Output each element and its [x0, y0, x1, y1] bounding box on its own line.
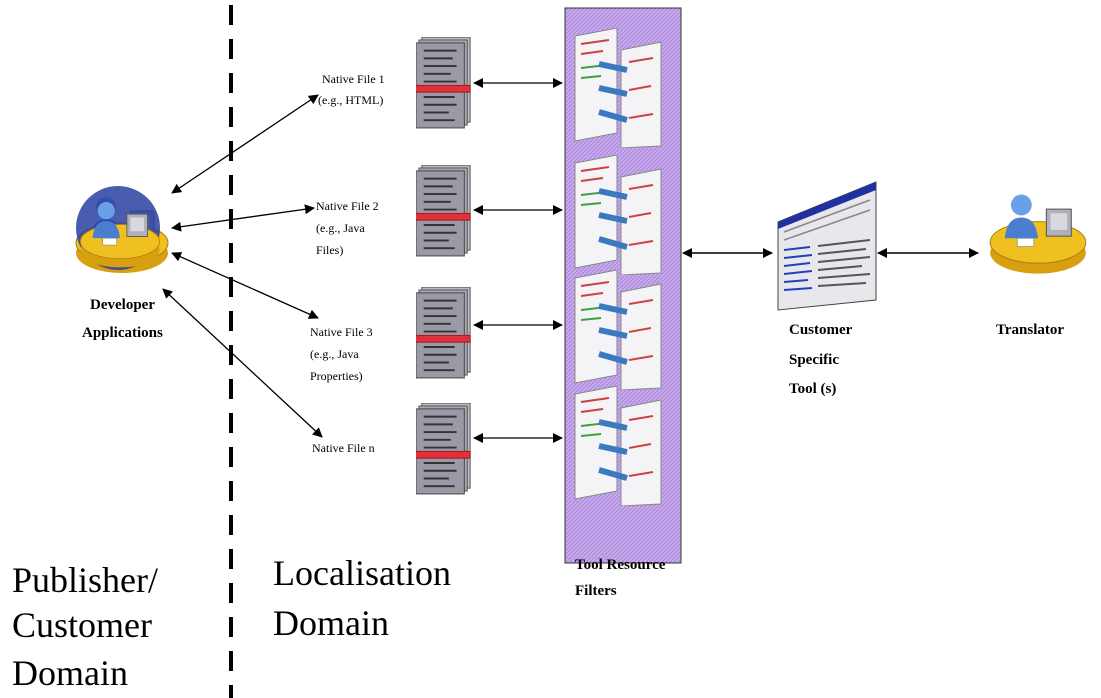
- developer-label: Developer: [90, 297, 155, 313]
- dev-file1-arrow: [171, 94, 319, 194]
- dev-filen-arrow: [162, 288, 323, 438]
- application-window-icon: [777, 181, 877, 311]
- translator-person-desk-icon: [989, 193, 1087, 275]
- filters-label: Tool Resource Filters: [575, 557, 669, 599]
- native-file-stack-icon: [416, 403, 472, 495]
- publisher-domain-label: Publisher/ Customer Domain: [12, 560, 167, 693]
- dev-file3-arrow: [171, 252, 319, 319]
- native-file-stack-icon: [416, 287, 472, 379]
- developer-label: Applications: [82, 325, 163, 341]
- native-file-1-label: Native File 1 (e.g., HTML): [318, 72, 388, 107]
- native-file-stack-icon: [416, 165, 472, 257]
- native-file-stack-icon: [416, 37, 472, 129]
- native-file-3-label: Native File 3 (e.g., Java Properties): [310, 325, 376, 383]
- translator-label: Translator: [996, 322, 1064, 338]
- native-file-n-label: Native File n: [312, 441, 375, 455]
- localisation-domain-label: Localisation Domain: [273, 553, 460, 643]
- customer-tool-label: Customer Specific Tool (s): [789, 322, 856, 397]
- native-file-2-label: Native File 2 (e.g., Java Files): [316, 199, 382, 257]
- dev-file2-arrow: [171, 204, 315, 232]
